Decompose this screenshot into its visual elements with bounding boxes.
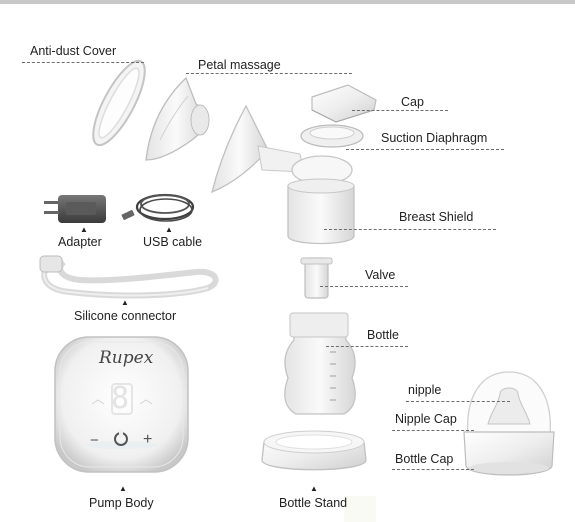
pump-brand-logo: Rupex: [99, 348, 154, 368]
bottle-stand-illustration: [261, 430, 367, 471]
pump-body-illustration: [54, 336, 189, 473]
marker-pump-body: ▲: [119, 484, 127, 493]
label-bottle-stand: Bottle Stand: [279, 496, 348, 510]
pump-display-digit: 8: [111, 381, 130, 416]
watermark-mark: [344, 496, 376, 522]
label-petal-massage: Petal massage: [198, 58, 281, 72]
marker-silicone-connector: ▲: [121, 298, 129, 307]
silicone-connector-illustration: [39, 255, 219, 299]
label-breast-shield: Breast Shield: [399, 210, 474, 224]
callout-line-anti-dust-cover: [22, 62, 144, 63]
label-nipple: nipple: [408, 383, 442, 397]
label-adapter: Adapter: [58, 235, 102, 249]
label-bottle: Bottle: [367, 328, 399, 342]
callout-line-suction-diaphragm: [346, 149, 504, 150]
callout-line-nipple: [406, 401, 510, 402]
label-cap: Cap: [401, 95, 424, 109]
usb-cable-illustration: [121, 193, 195, 222]
cap-illustration: [311, 84, 377, 123]
suction-diaphragm-illustration: [300, 124, 364, 148]
callout-line-cap: [352, 110, 448, 111]
label-anti-dust-cover: Anti-dust Cover: [30, 44, 117, 58]
marker-bottle-stand: ▲: [310, 484, 318, 493]
marker-usb-cable: ▲: [165, 225, 173, 234]
label-bottle-cap: Bottle Cap: [395, 452, 454, 466]
pump-power-button[interactable]: [114, 430, 128, 446]
petal-massage-illustration: [145, 76, 210, 161]
callout-line-breast-shield: [324, 229, 496, 230]
pump-plus-button[interactable]: +: [143, 431, 153, 448]
callout-line-valve: [320, 286, 408, 287]
callout-line-bottle: [326, 346, 408, 347]
marker-adapter: ▲: [80, 225, 88, 234]
anti-dust-cover-illustration: [92, 59, 146, 147]
callout-line-nipple-cap: [392, 430, 474, 431]
nipple-cap-assembly-illustration: [463, 371, 555, 476]
adapter-illustration: [44, 195, 106, 223]
valve-illustration: [300, 257, 333, 299]
label-silicone-connector: Silicone connector: [74, 309, 177, 323]
callout-line-petal-massage: [186, 73, 352, 74]
pump-minus-button[interactable]: −: [90, 432, 99, 449]
label-usb-cable: USB cable: [143, 235, 203, 249]
label-suction-diaphragm: Suction Diaphragm: [381, 131, 488, 145]
label-valve: Valve: [365, 268, 396, 282]
label-pump-body: Pump Body: [89, 496, 154, 510]
label-nipple-cap: Nipple Cap: [395, 412, 457, 426]
callout-line-bottle-cap: [392, 469, 474, 470]
power-icon: [119, 430, 123, 438]
bottle-illustration: [284, 312, 356, 415]
